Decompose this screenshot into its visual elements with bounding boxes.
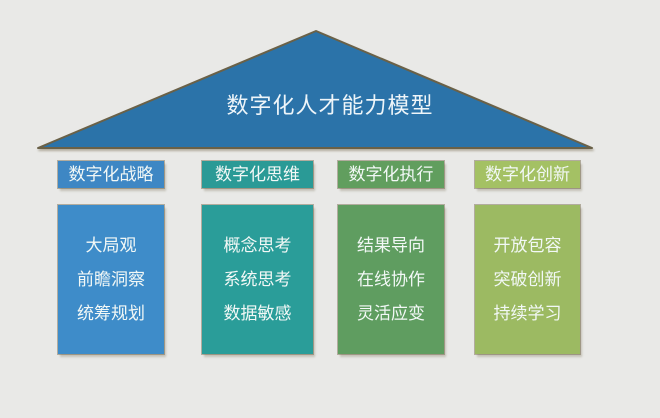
pillar-column-innovation: 数字化创新 开放包容 突破创新 持续学习 [475,161,580,354]
capability-item: 统筹规划 [77,304,145,323]
pillar-body-execution: 结果导向 在线协作 灵活应变 [338,205,444,354]
capability-item: 突破创新 [493,270,562,289]
capability-item: 开放包容 [493,236,562,255]
pillar-column-strategy: 数字化战略 大局观 前瞻洞察 统筹规划 [58,161,164,354]
capability-item: 前瞻洞察 [77,270,145,289]
capability-item: 概念思考 [223,236,292,255]
diagram-title: 数字化人才能力模型 [226,93,434,118]
pillar-column-execution: 数字化执行 结果导向 在线协作 灵活应变 [338,161,444,354]
roof-shape [37,30,593,149]
roof-triangle [37,30,593,149]
pillar-header-execution: 数字化执行 [338,161,444,188]
pillar-column-thinking: 数字化思维 概念思考 系统思考 数据敏感 [202,161,313,354]
pillar-header-innovation: 数字化创新 [475,161,580,188]
capability-item: 结果导向 [357,236,425,255]
pillar-body-innovation: 开放包容 突破创新 持续学习 [475,205,580,354]
capability-item: 大局观 [85,236,137,255]
capability-item: 系统思考 [223,270,292,289]
pillar-body-thinking: 概念思考 系统思考 数据敏感 [202,205,313,354]
capability-item: 在线协作 [357,270,425,289]
capability-item: 持续学习 [493,304,562,323]
capability-item: 数据敏感 [223,304,292,323]
pillar-body-strategy: 大局观 前瞻洞察 统筹规划 [58,205,164,354]
pillar-header-strategy: 数字化战略 [58,161,164,188]
pillar-header-thinking: 数字化思维 [202,161,313,188]
capability-item: 灵活应变 [357,304,425,323]
